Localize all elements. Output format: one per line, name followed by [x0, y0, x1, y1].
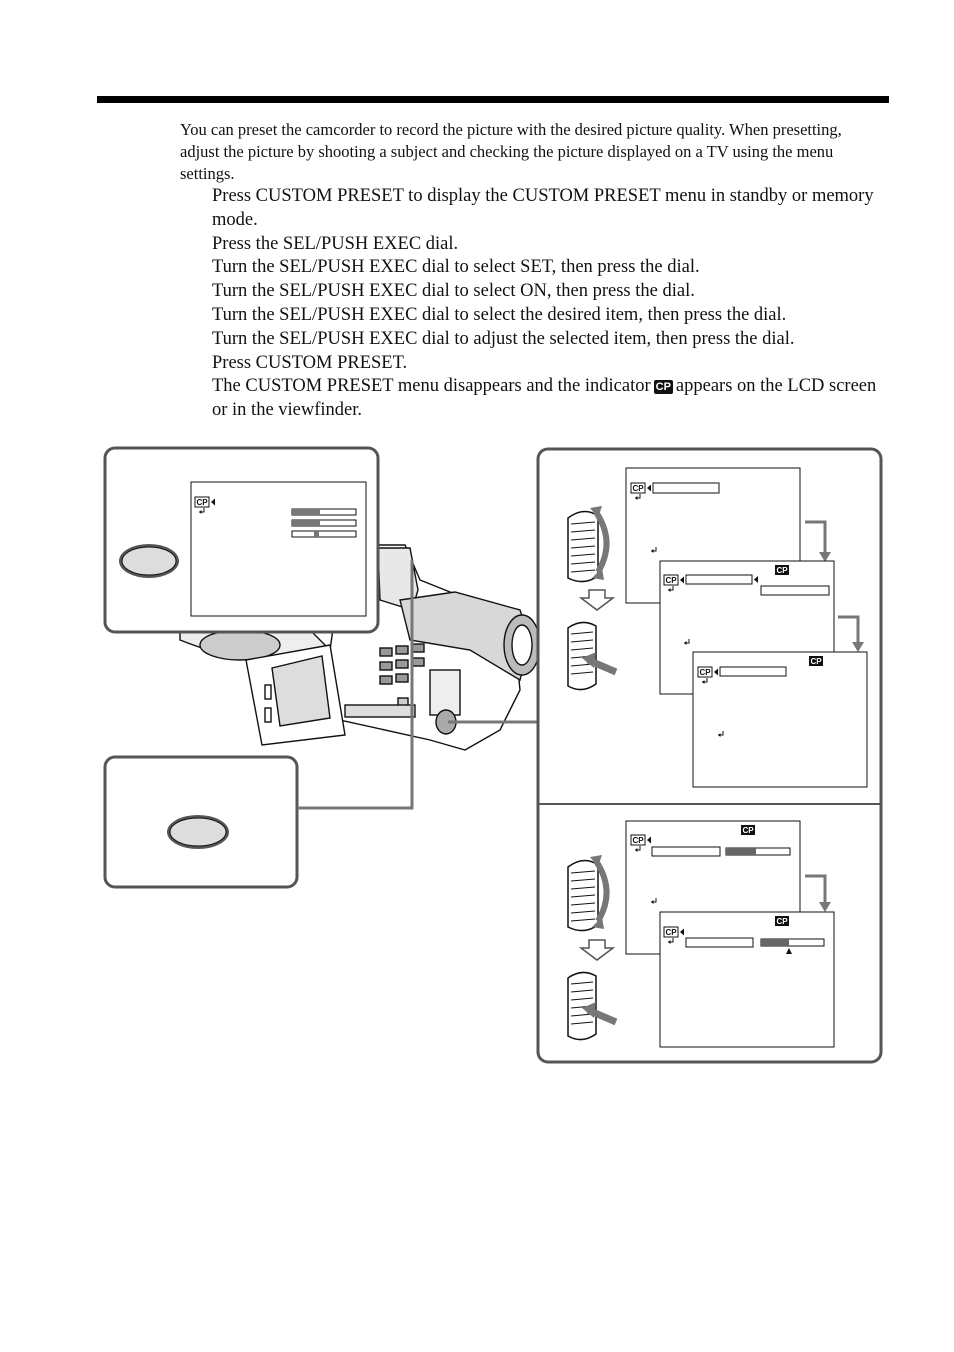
step-list: Press CUSTOM PRESET to display the CUSTO…: [212, 185, 892, 423]
intro-paragraph: You can preset the camcorder to record t…: [180, 120, 842, 183]
step-item: Turn the SEL/PUSH EXEC dial to select ON…: [212, 281, 695, 302]
step-item: Press CUSTOM PRESET.: [212, 352, 408, 373]
step-note: The CUSTOM PRESET menu disappears and th…: [212, 375, 892, 423]
header-rule: [97, 96, 889, 103]
note-text-before: The CUSTOM PRESET menu disappears and th…: [212, 376, 651, 397]
step-item: Turn the SEL/PUSH EXEC dial to select SE…: [212, 257, 700, 278]
note-text-after: appears on the LCD screen or in the view…: [212, 376, 877, 421]
menu-sequence-panel: [536, 447, 883, 1064]
cp-indicator-icon: CP: [653, 380, 673, 395]
custom-preset-callout: [103, 446, 380, 634]
step-item: Turn the SEL/PUSH EXEC dial to select th…: [212, 304, 787, 325]
step-item: Turn the SEL/PUSH EXEC dial to adjust th…: [212, 328, 795, 349]
custom-preset-callout-end: [103, 560, 414, 889]
step-item: Press CUSTOM PRESET to display the CUSTO…: [212, 186, 874, 230]
step-item: Press the SEL/PUSH EXEC dial.: [212, 233, 459, 254]
